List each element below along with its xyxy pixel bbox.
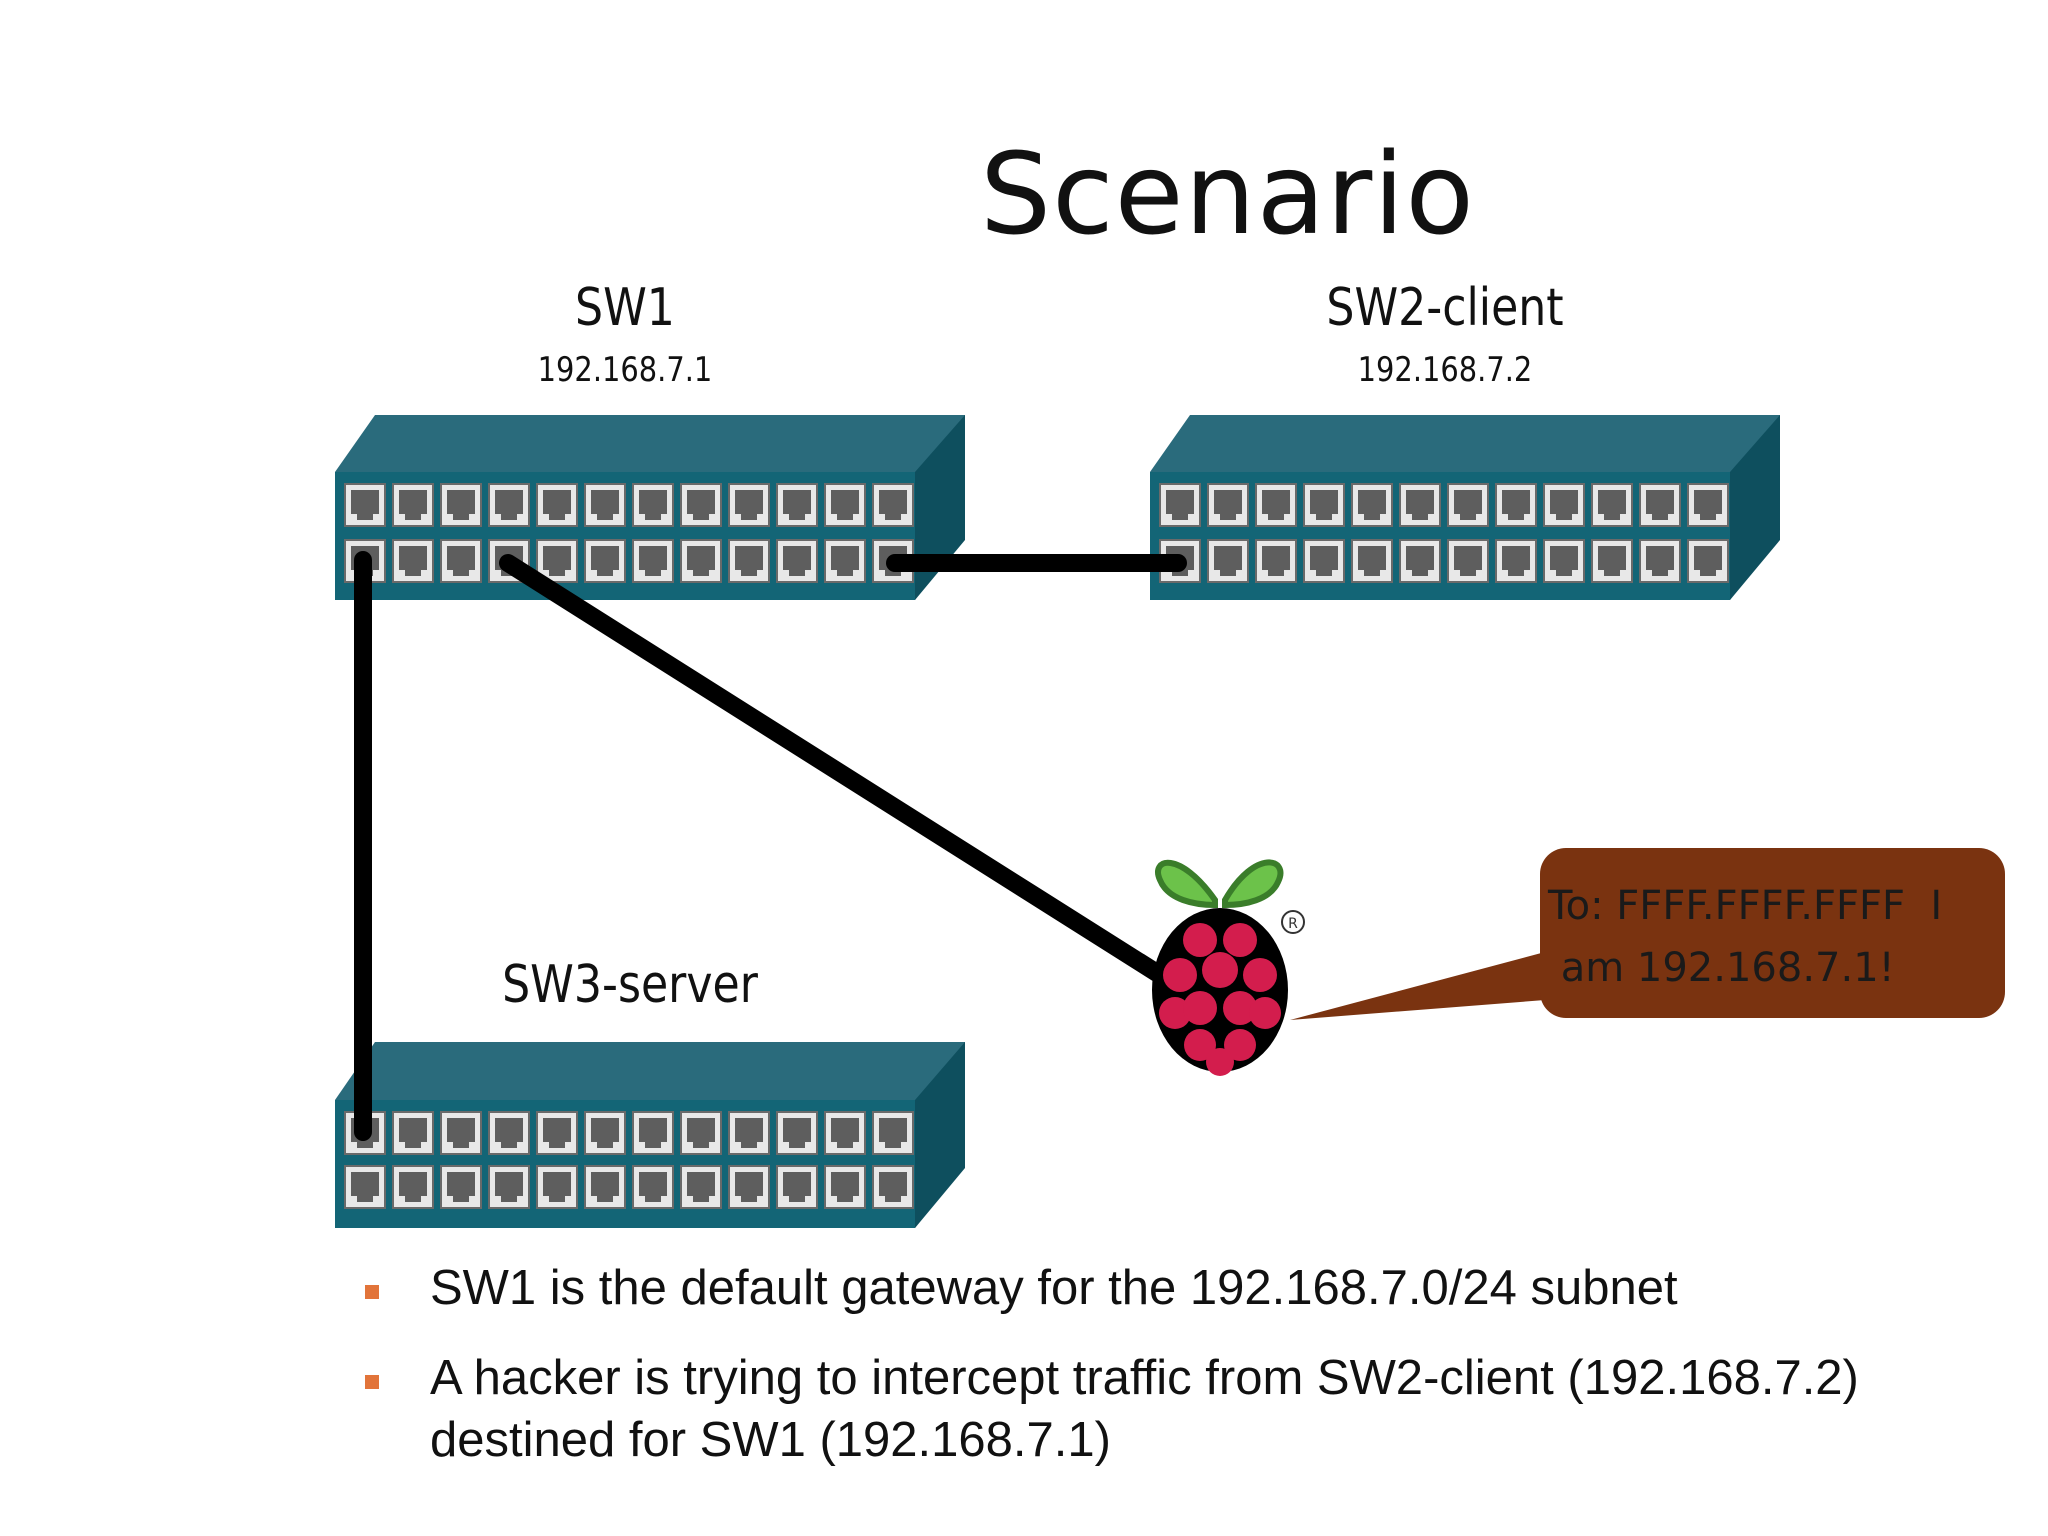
switch-port <box>1447 539 1489 583</box>
switch-port <box>536 483 578 527</box>
switch-port <box>824 483 866 527</box>
switch-port <box>680 483 722 527</box>
switch-port <box>680 539 722 583</box>
switch-port <box>1495 539 1537 583</box>
switch-port <box>680 1165 722 1209</box>
switch-port <box>872 483 914 527</box>
bubble-text: To: FFFF.FFFF.FFFF I am 192.168.7.1! <box>1548 883 1943 991</box>
switch-port <box>536 1111 578 1155</box>
slide-title: Scenario <box>980 130 1475 260</box>
sw1-name: SW1 <box>575 278 675 338</box>
switch-port <box>1639 483 1681 527</box>
sw1-switch <box>335 415 965 600</box>
switch-port <box>440 1165 482 1209</box>
switch-port <box>1447 483 1489 527</box>
switch-port <box>584 539 626 583</box>
switch-port <box>872 1165 914 1209</box>
switch-port <box>824 1165 866 1209</box>
switch-port <box>1543 483 1585 527</box>
sw2-ip: 192.168.7.2 <box>1357 350 1533 390</box>
switch-port <box>392 1165 434 1209</box>
bullet-text-1: SW1 is the default gateway for the 192.1… <box>430 1261 1678 1315</box>
switch-port <box>728 1165 770 1209</box>
switch-port <box>536 1165 578 1209</box>
bullet-marker-2 <box>365 1375 379 1389</box>
switch-port <box>392 1111 434 1155</box>
switch-port <box>1495 483 1537 527</box>
switch-port <box>1399 539 1441 583</box>
switch-port <box>728 539 770 583</box>
switch-port <box>776 1111 818 1155</box>
switch-port <box>1543 539 1585 583</box>
switch-port <box>776 1165 818 1209</box>
switch-port <box>488 1165 530 1209</box>
sw2-switch <box>1150 415 1780 600</box>
switch-port <box>392 539 434 583</box>
sw2-name: SW2-client <box>1326 278 1564 338</box>
switch-port <box>1207 539 1249 583</box>
switch-port <box>1687 539 1729 583</box>
switch-port <box>440 539 482 583</box>
switch-port <box>344 1165 386 1209</box>
svg-text:R: R <box>1288 916 1298 932</box>
switch-port <box>488 1111 530 1155</box>
switch-port <box>680 1111 722 1155</box>
switch-port <box>728 1111 770 1155</box>
switch-port <box>632 1111 674 1155</box>
switch-port <box>1591 539 1633 583</box>
switch-port <box>1399 483 1441 527</box>
sw1-ip: 192.168.7.1 <box>537 350 713 390</box>
switch-port <box>632 1165 674 1209</box>
sw3-name: SW3-server <box>502 955 758 1015</box>
switch-port <box>632 539 674 583</box>
sw3-switch <box>335 1042 965 1228</box>
switch-port <box>776 539 818 583</box>
cable-sw1-raspberry <box>499 554 1177 989</box>
switch-port <box>1255 539 1297 583</box>
switch-port <box>728 483 770 527</box>
switch-port <box>584 1111 626 1155</box>
switch-port <box>392 483 434 527</box>
switch-port <box>824 539 866 583</box>
switch-port <box>1351 539 1393 583</box>
switch-port <box>1159 483 1201 527</box>
switch-port <box>1591 483 1633 527</box>
switch-port <box>1303 539 1345 583</box>
switch-port <box>344 483 386 527</box>
switch-port <box>1639 539 1681 583</box>
switch-port <box>584 483 626 527</box>
switch-port <box>1351 483 1393 527</box>
bullet-text-2: A hacker is trying to intercept traffic … <box>430 1351 1859 1467</box>
switch-port <box>1303 483 1345 527</box>
bullet-marker-1 <box>365 1285 379 1299</box>
switch-port <box>632 483 674 527</box>
speech-bubble <box>1290 848 2005 1020</box>
switch-port <box>824 1111 866 1155</box>
switch-port <box>776 483 818 527</box>
switch-port <box>440 1111 482 1155</box>
switch-port <box>584 1165 626 1209</box>
switch-port <box>488 483 530 527</box>
raspberry-pi-icon: R <box>1152 859 1305 1076</box>
switch-port <box>872 1111 914 1155</box>
switch-port <box>1207 483 1249 527</box>
switch-port <box>1687 483 1729 527</box>
switch-port <box>440 483 482 527</box>
switch-port <box>1255 483 1297 527</box>
